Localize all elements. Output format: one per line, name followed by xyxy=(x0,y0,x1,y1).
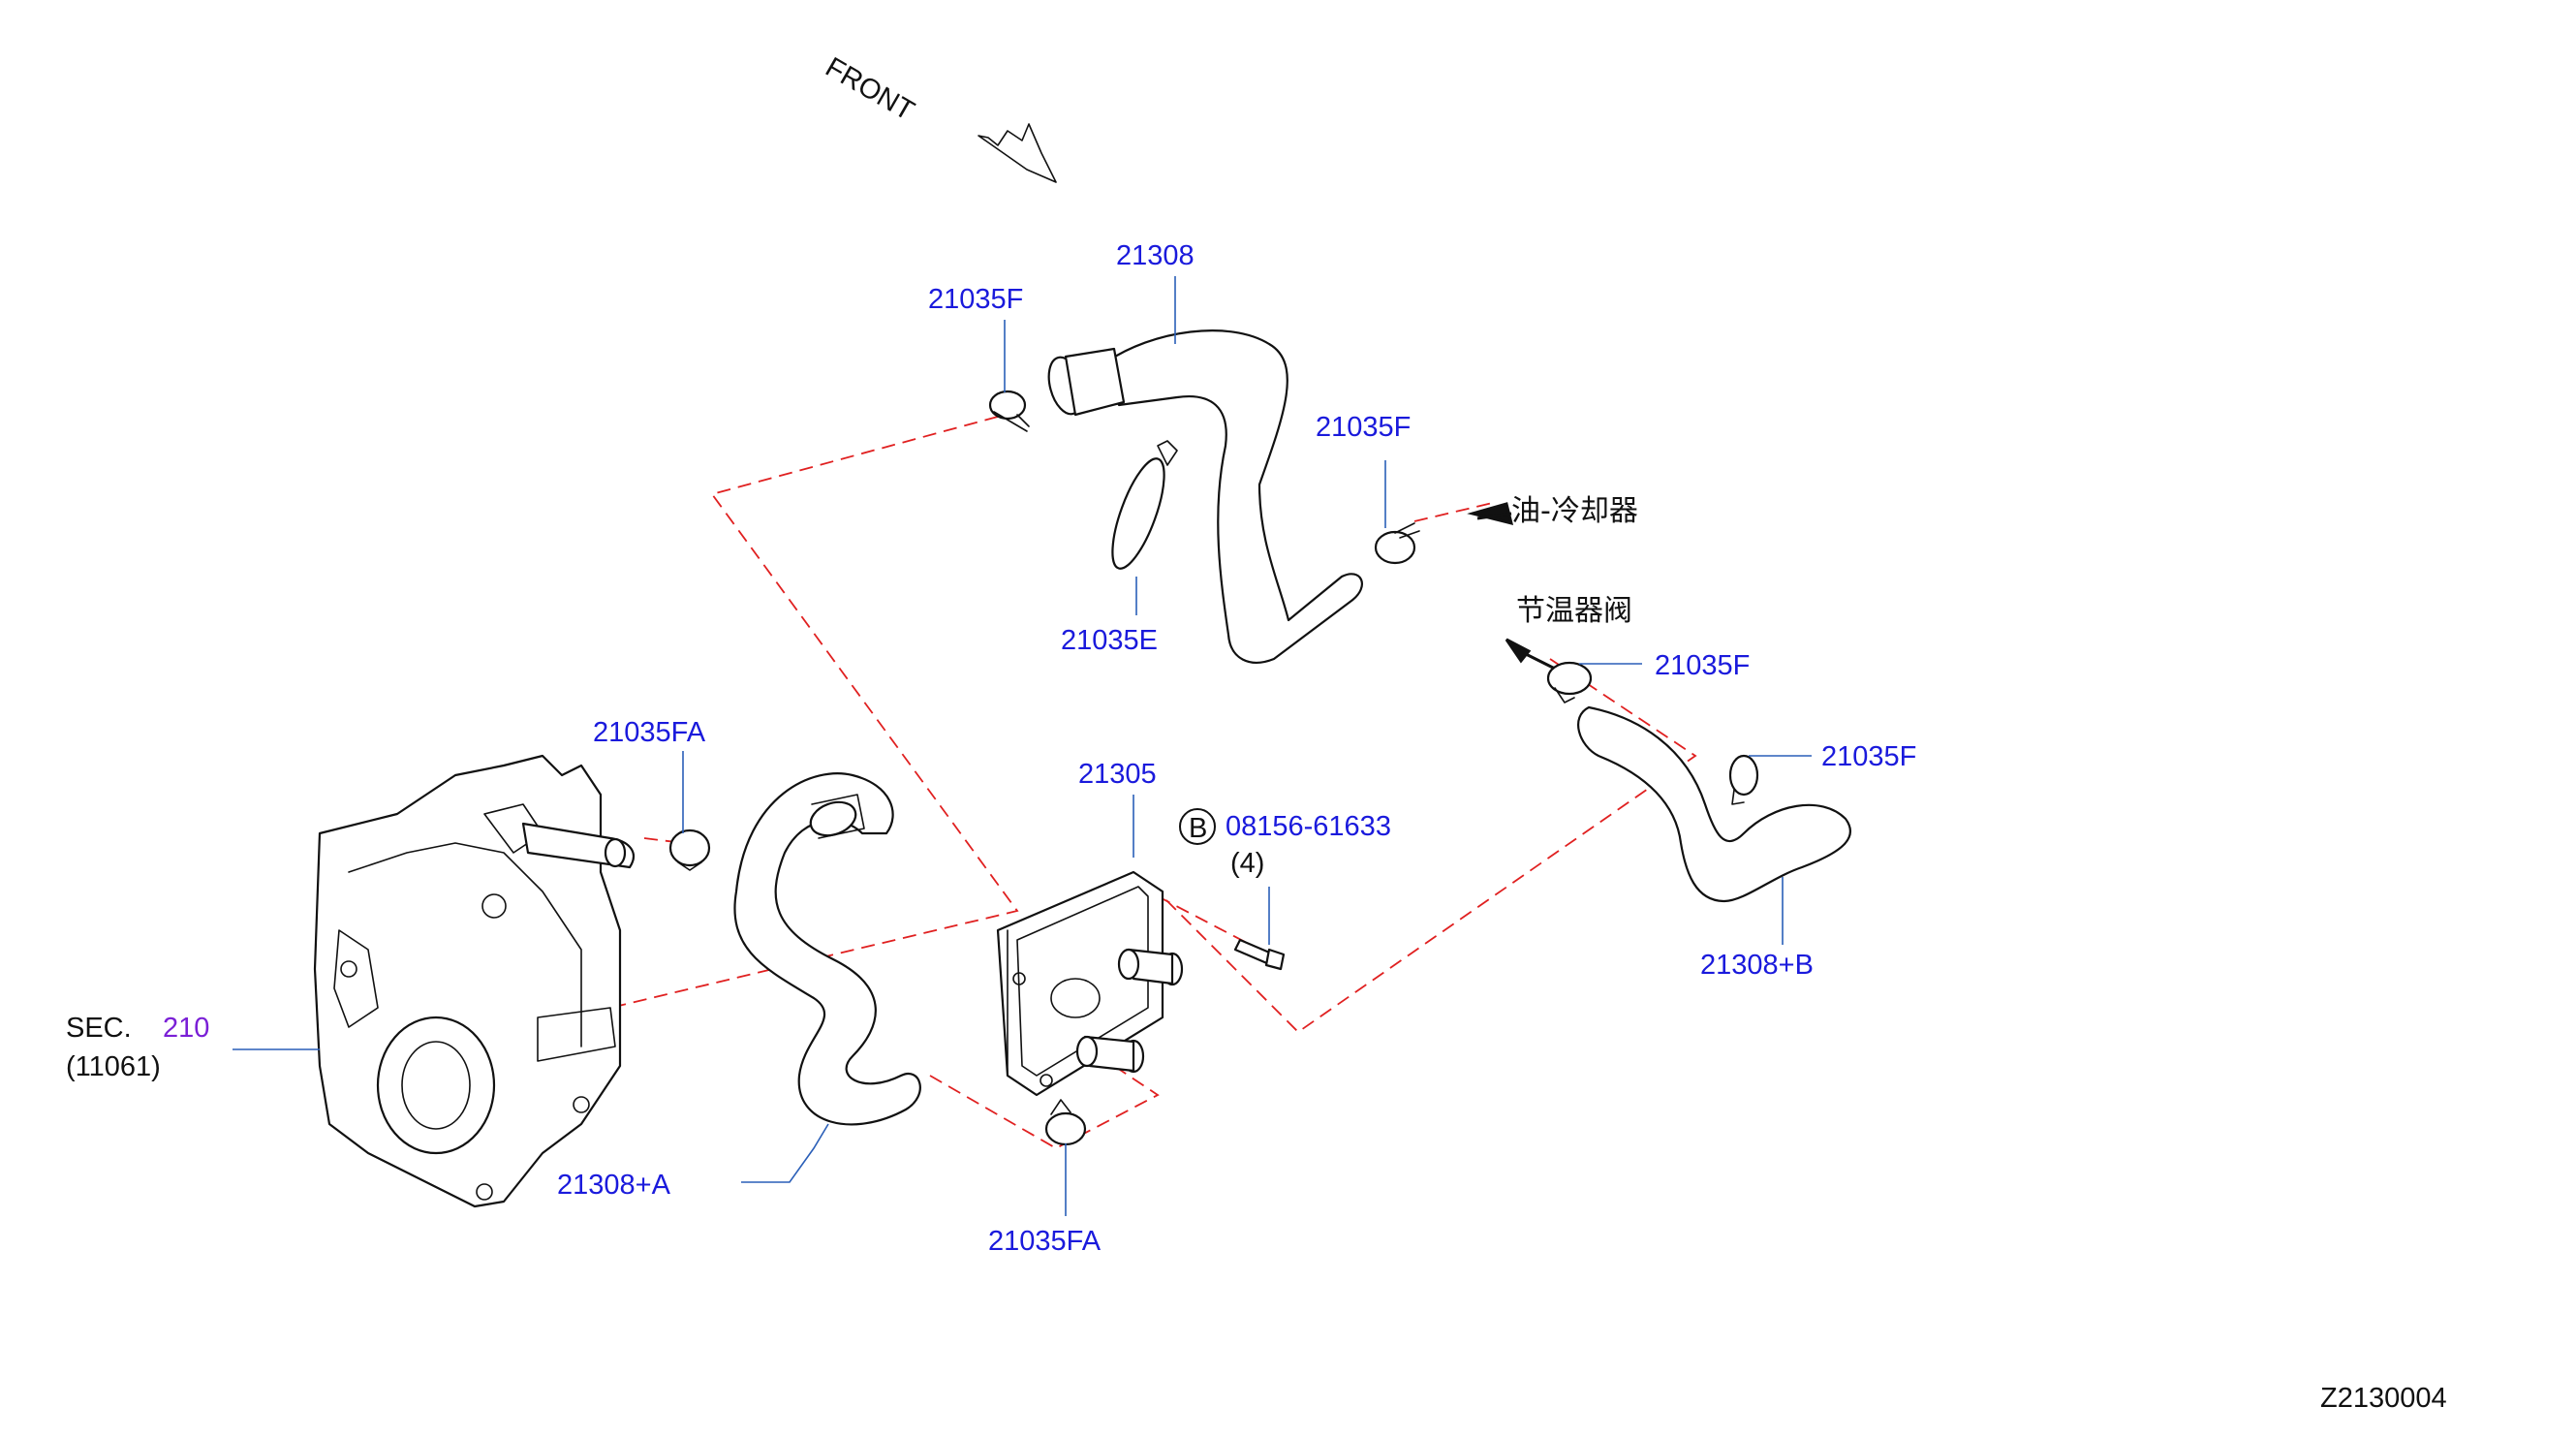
label-21035f-right-a: 21035F xyxy=(1655,650,1750,681)
clamp-21035f-right-a xyxy=(1546,661,1593,703)
front-arrow-icon xyxy=(978,123,1057,183)
label-21308: 21308 xyxy=(1116,240,1195,271)
label-21035f-right-b: 21035F xyxy=(1821,741,1916,772)
label-21308a: 21308+A xyxy=(557,1170,671,1201)
label-21035e: 21035E xyxy=(1061,625,1158,656)
label-21035fa-top: 21035FA xyxy=(593,717,706,748)
label-bolt-qty: (4) xyxy=(1230,848,1264,879)
label-sec-prefix: SEC. xyxy=(66,1013,132,1044)
front-label: FRONT xyxy=(821,51,920,127)
hose-21308b xyxy=(1577,705,1852,903)
clamp-21035f-right-upper xyxy=(1374,522,1420,565)
diagram-id: Z2130004 xyxy=(2320,1383,2447,1414)
hose-21308a xyxy=(733,772,921,1126)
label-21035f-top-left: 21035F xyxy=(928,284,1023,315)
label-21035fa-bottom: 21035FA xyxy=(988,1226,1102,1257)
clamp-21035e xyxy=(1111,440,1178,570)
label-bolt: 08156-61633 xyxy=(1226,811,1391,842)
bolt-symbol-letter: B xyxy=(1189,813,1207,844)
oil-cooler-21305 xyxy=(996,870,1184,1097)
bolt-08156-61633 xyxy=(1233,938,1286,971)
label-21035f-right-upper: 21035F xyxy=(1316,412,1411,443)
clamp-21035fa-bottom xyxy=(1044,1099,1087,1146)
thermostat-arrow-icon xyxy=(1505,638,1556,671)
label-21308b: 21308+B xyxy=(1700,950,1814,981)
clamp-21035f-right-b xyxy=(1728,754,1759,805)
label-21305: 21305 xyxy=(1078,759,1157,790)
clamp-21035f-top xyxy=(988,390,1030,432)
leader-lines xyxy=(233,276,1812,1216)
bolt-symbol: B xyxy=(1179,808,1216,845)
hose-21308 xyxy=(1047,329,1363,664)
engine-front-cover xyxy=(313,754,635,1208)
oil-cooler-arrow-icon xyxy=(1467,502,1514,526)
label-oil-cooler-dest: 油-冷却器 xyxy=(1511,494,1638,528)
label-thermostat-dest: 节温器阀 xyxy=(1516,594,1632,628)
front-indicator: FRONT xyxy=(821,51,1057,183)
label-sec-sub: (11061) xyxy=(66,1051,161,1082)
clamp-21035fa-top xyxy=(668,828,711,871)
label-sec-number: 210 xyxy=(163,1013,209,1044)
